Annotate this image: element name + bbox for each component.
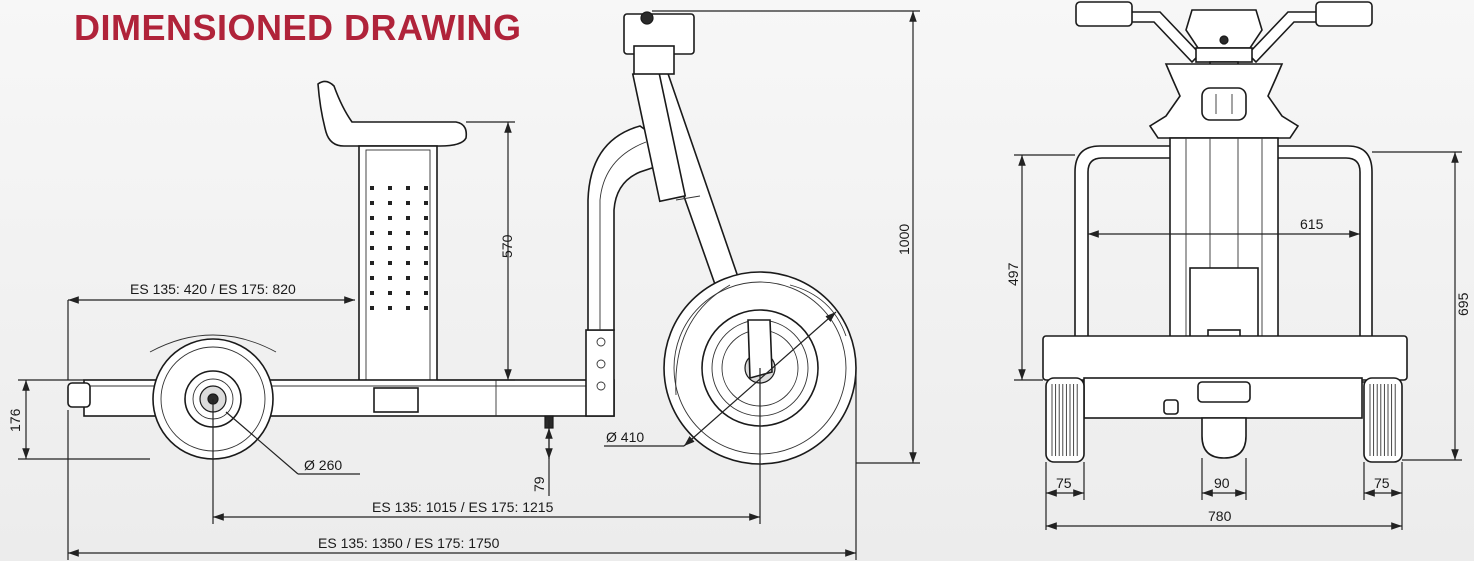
dim-frame-height: 176: [7, 408, 23, 432]
perforation-hole: [406, 201, 410, 205]
dim-wheelbase: ES 135: 1015 / ES 175: 1215: [372, 499, 554, 515]
dim-front-wheel-diameter: Ø 410: [606, 429, 644, 445]
perforation-hole: [388, 186, 392, 190]
center-caster: [1201, 417, 1247, 459]
perforation-hole: [406, 291, 410, 295]
dim-seat-height: 570: [499, 234, 515, 258]
perforation-hole: [370, 306, 374, 310]
perforation-hole: [406, 276, 410, 280]
perforation-hole: [388, 306, 392, 310]
perforation-hole: [406, 231, 410, 235]
grip-left: [1075, 1, 1133, 27]
dim-inner-width: 615: [1300, 216, 1324, 232]
dim-frame-height-front: 497: [1005, 262, 1021, 286]
fork-bracket: [585, 329, 615, 417]
dim-overall-width: 780: [1208, 508, 1232, 524]
perforation-hole: [424, 306, 428, 310]
dim-center-wheel-width: 90: [1214, 475, 1230, 491]
perforation-hole: [388, 201, 392, 205]
perforation-hole: [406, 246, 410, 250]
seat: [317, 80, 468, 147]
front-chassis: [1042, 335, 1408, 381]
perforation-hole: [370, 216, 374, 220]
dim-wheel-width-left: 75: [1056, 475, 1072, 491]
side-view: ES 135: 420 / ES 175: 820 570 1000 176 Ø…: [7, 10, 920, 560]
dim-overall-height: 1000: [896, 224, 912, 255]
perforation-hole: [424, 246, 428, 250]
dim-total-height-front: 695: [1455, 292, 1471, 316]
front-left-wheel: [1045, 377, 1085, 463]
perforation-hole: [388, 246, 392, 250]
dim-platform-length: ES 135: 420 / ES 175: 820: [130, 281, 296, 297]
perforation-hole: [370, 186, 374, 190]
front-view: 615 497 695 75 90 75: [1005, 1, 1471, 530]
dim-ground-clearance: 79: [531, 476, 547, 492]
perforation-hole: [424, 231, 428, 235]
perforation-hole: [424, 216, 428, 220]
perforation-hole: [406, 306, 410, 310]
perforation-hole: [388, 231, 392, 235]
perforation-hole: [406, 216, 410, 220]
perforation-hole: [388, 291, 392, 295]
perforation-hole: [370, 276, 374, 280]
perforation-hole: [388, 216, 392, 220]
perforation-hole: [424, 186, 428, 190]
perforation-hole: [424, 201, 428, 205]
front-right-wheel: [1363, 377, 1403, 463]
perforation-hole: [424, 261, 428, 265]
perforation-hole: [406, 261, 410, 265]
dim-wheel-width-right: 75: [1374, 475, 1390, 491]
perforation-hole: [424, 276, 428, 280]
perforation-hole: [370, 291, 374, 295]
panel-perforations: [370, 186, 428, 310]
perforation-hole: [388, 261, 392, 265]
perforation-hole: [370, 261, 374, 265]
perforation-hole: [370, 246, 374, 250]
perforation-hole: [388, 276, 392, 280]
dim-rear-wheel-diameter: Ø 260: [304, 457, 342, 473]
perforation-hole: [370, 201, 374, 205]
dim-overall-length: ES 135: 1350 / ES 175: 1750: [318, 535, 500, 551]
perforation-hole: [406, 186, 410, 190]
page-title: DIMENSIONED DRAWING: [74, 7, 522, 48]
perforation-hole: [370, 231, 374, 235]
grip-right: [1315, 1, 1373, 27]
perforation-hole: [424, 291, 428, 295]
